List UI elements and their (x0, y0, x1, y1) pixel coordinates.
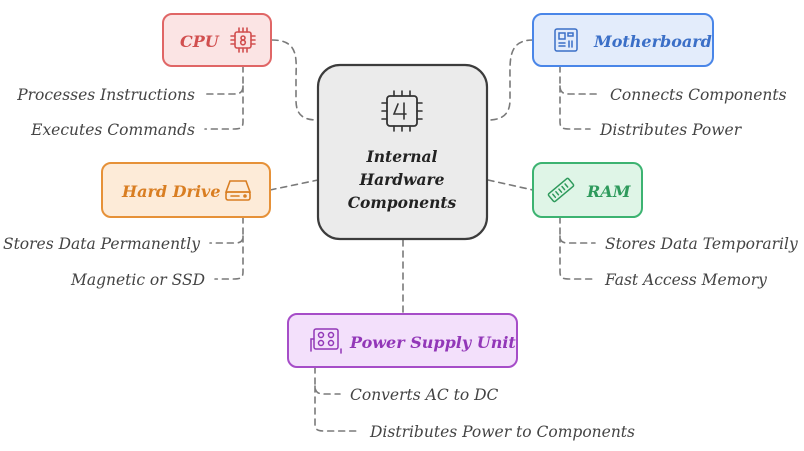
circuit-board-icon (554, 28, 578, 52)
hard-drive-icon (224, 180, 252, 201)
connector-harddrive-center (269, 179, 319, 191)
motherboard-item-1: Connects Components (610, 86, 787, 104)
connector-psu-leaf-1 (314, 366, 341, 395)
connector-motherboard-center (487, 39, 534, 121)
ram-item-1: Stores Data Temporarily (605, 235, 798, 253)
connector-ram-leaf-2 (559, 235, 596, 280)
connector-ram-center (487, 179, 534, 191)
node-ram-label: RAM (586, 182, 632, 201)
chip-icon (381, 90, 423, 132)
cpu-item-1: Processes Instructions (16, 86, 195, 104)
center-node-box (316, 63, 489, 241)
center-title-line-1: Internal (366, 147, 438, 166)
center-node: Internal Hardware Components (316, 63, 489, 241)
node-cpu-box (162, 13, 272, 67)
center-title-line-3: Components (348, 193, 457, 212)
connector-psu-leaf-2 (314, 385, 361, 432)
connector-harddrive-leaf-2 (214, 235, 244, 280)
node-ram: RAM (532, 162, 643, 218)
connector-cpu-center (271, 39, 319, 121)
memory-stick-icon (547, 177, 575, 203)
harddrive-item-1: Stores Data Permanently (3, 235, 200, 253)
node-motherboard-label: Motherboard (593, 32, 712, 51)
node-psu-box (287, 313, 518, 368)
connectors (204, 39, 599, 432)
power-supply-icon (310, 328, 342, 354)
ram-item-2: Fast Access Memory (604, 271, 767, 289)
connector-harddrive-leaf-1 (209, 216, 244, 244)
node-harddrive-box (101, 162, 271, 218)
connector-ram-leaf-1 (559, 216, 596, 244)
node-cpu: CPU (162, 13, 272, 67)
cpu-item-2: Executes Commands (30, 121, 195, 139)
connector-cpu-leaf-1 (204, 65, 244, 95)
node-motherboard: Motherboard (532, 13, 714, 67)
motherboard-item-2: Distributes Power (599, 121, 743, 139)
node-harddrive-label: Hard Drive (121, 182, 221, 201)
psu-item-1: Converts AC to DC (350, 386, 499, 404)
connector-cpu-leaf-2 (204, 85, 244, 130)
node-psu: Power Supply Unit (287, 313, 518, 368)
cpu-chip-icon (230, 27, 256, 53)
node-cpu-label: CPU (180, 32, 220, 51)
connector-motherboard-leaf-2 (559, 85, 591, 130)
connector-motherboard-leaf-1 (559, 65, 599, 95)
harddrive-item-2: Magnetic or SSD (70, 271, 206, 289)
node-harddrive: Hard Drive (101, 162, 271, 218)
center-title-line-2: Hardware (358, 170, 444, 189)
psu-item-2: Distributes Power to Components (369, 423, 635, 441)
node-psu-label: Power Supply Unit (349, 333, 516, 352)
node-ram-box (532, 162, 643, 218)
node-motherboard-box (532, 13, 714, 67)
